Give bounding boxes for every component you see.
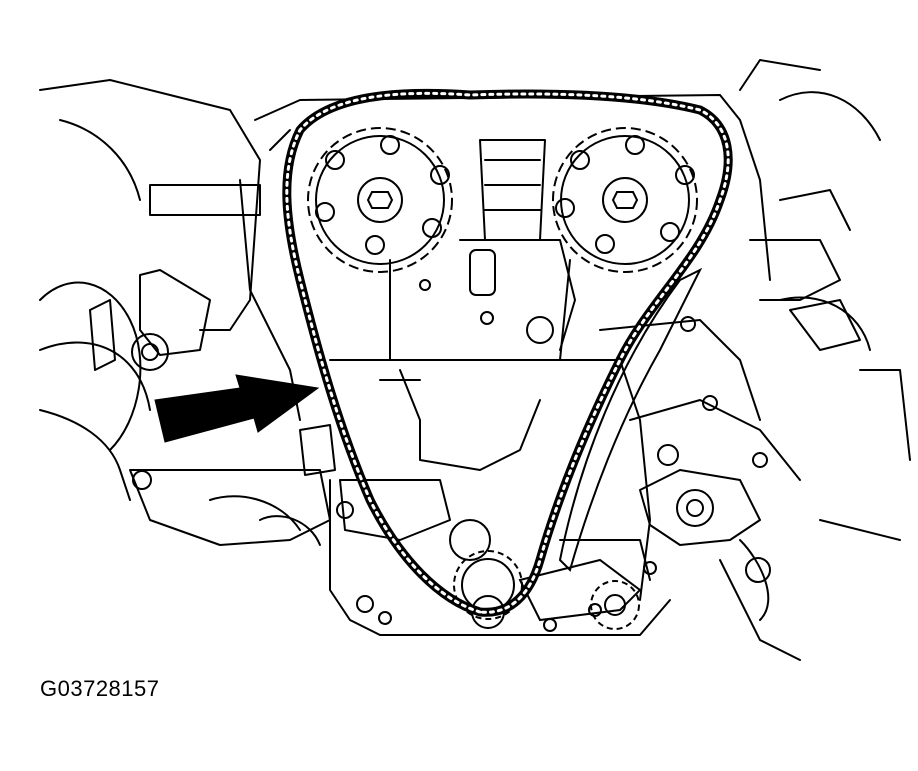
arrow-icon [154, 374, 320, 443]
figure-id-label: G03728157 [40, 676, 160, 701]
chain-guides [518, 267, 703, 622]
left-camshaft-sprocket [307, 127, 453, 273]
engine-block-outline [39, 59, 911, 661]
right-camshaft-sprocket [552, 127, 698, 273]
timing-chain [282, 88, 733, 617]
